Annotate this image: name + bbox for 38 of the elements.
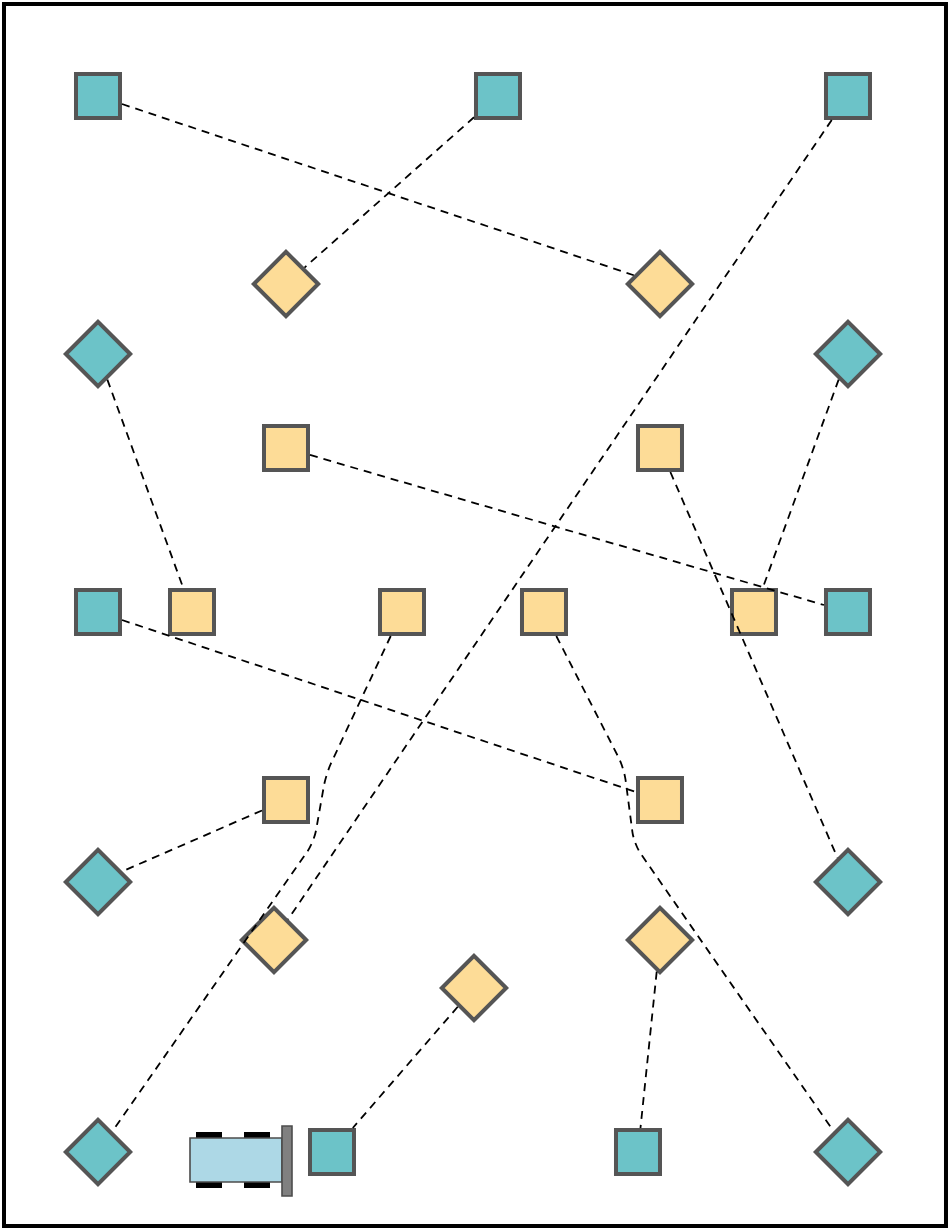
connector — [669, 471, 839, 859]
connector — [106, 378, 185, 589]
square-box — [474, 72, 522, 120]
connector — [111, 635, 392, 1133]
square-box — [308, 1128, 356, 1176]
square-box — [262, 424, 310, 472]
connector — [121, 619, 637, 793]
square-box — [74, 72, 122, 120]
square-box — [378, 588, 426, 636]
diamond — [63, 847, 133, 917]
square-box — [824, 588, 872, 636]
diamond — [625, 249, 695, 319]
square-box — [74, 588, 122, 636]
diamond — [625, 905, 695, 975]
connector — [121, 103, 635, 277]
diamond — [63, 1117, 133, 1187]
connector — [555, 635, 835, 1133]
connector — [351, 1005, 459, 1129]
diamond — [439, 953, 509, 1023]
diamond — [813, 847, 883, 917]
square-box — [636, 776, 684, 824]
diamond — [239, 905, 309, 975]
connector — [303, 116, 475, 269]
square-box — [168, 588, 216, 636]
connector — [761, 378, 840, 589]
diamond — [813, 1117, 883, 1187]
diamond — [251, 249, 321, 319]
square-box — [520, 588, 568, 636]
diamond — [63, 319, 133, 389]
connector — [639, 970, 658, 1129]
diamond — [813, 319, 883, 389]
square-box — [824, 72, 872, 120]
square-box — [614, 1128, 662, 1176]
square-box — [730, 588, 778, 636]
square-box — [636, 424, 684, 472]
connector — [121, 809, 263, 873]
square-box — [262, 776, 310, 824]
connector — [309, 454, 825, 606]
